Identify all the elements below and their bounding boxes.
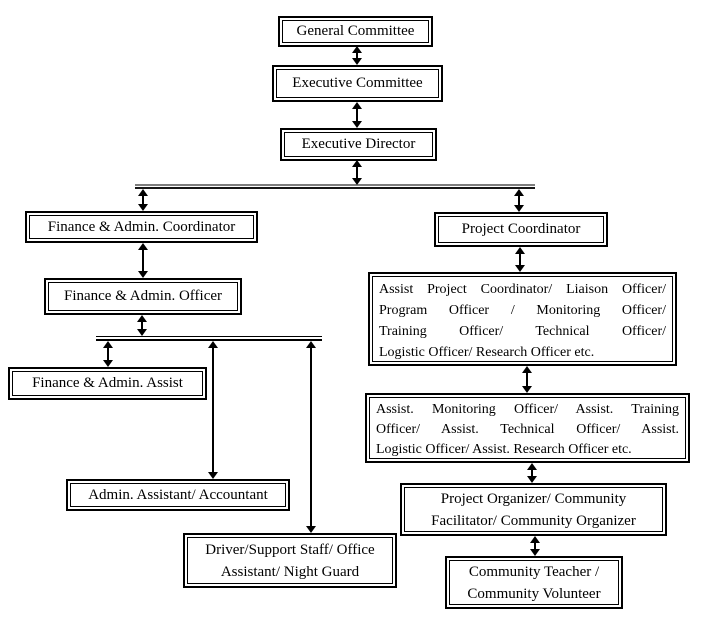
box-project-coordinator-label: Project Coordinator [461,221,581,237]
arrow-executive-committee-to-director [352,102,362,128]
box-assist-officers: Assist. Monitoring Officer/ Assist. Trai… [365,393,690,463]
arrow-general-to-executive-committee [352,46,362,65]
box-driver-support-staff-line1: Driver/Support Staff/ Office [205,541,375,558]
box-general-committee-label: General Committee [296,23,415,39]
box-executive-committee: Executive Committee [272,65,443,102]
box-general-committee: General Committee [278,16,433,47]
box-driver-support-staff-line2: Assistant/ Night Guard [220,563,360,580]
box-finance-admin-officer-label: Finance & Admin. Officer [63,288,223,304]
arrow-finance-officer-to-rail [137,315,147,336]
box-assist-officers-line3: Logistic Officer/ Assist. Research Offic… [376,442,632,457]
box-project-organizer-line1: Project Organizer/ Community [440,490,627,507]
box-project-organizer-line2: Facilitator/ Community Organizer [431,512,636,529]
connector-rail-top [135,184,535,189]
box-project-organizer: Project Organizer/ Community Facilitator… [400,483,667,536]
box-community-teacher-line2: Community Volunteer [467,585,601,602]
connector-rail-left [96,336,322,341]
box-assist-project-coordinator-line4: Logistic Officer/ Research Officer etc. [379,345,595,360]
arrow-director-to-rail [352,160,362,185]
box-assist-project-coordinator: Assist Project Coordinator/ Liaison Offi… [368,272,677,366]
box-finance-admin-assist-label: Finance & Admin. Assist [32,375,183,391]
arrow-assist-coordinator-to-assist-officers [522,366,532,393]
box-assist-project-coordinator-line3: Training Officer/ Technical Officer/ [379,324,666,339]
arrow-rail-to-project-coordinator [514,189,524,212]
box-assist-officers-line2: Officer/ Assist. Technical Officer/ Assi… [376,422,679,437]
box-executive-director-label: Executive Director [301,136,416,152]
arrow-assist-officers-to-project-organizer [527,463,537,483]
box-assist-officers-line1: Assist. Monitoring Officer/ Assist. Trai… [376,402,679,417]
arrow-rail-to-admin-assistant [208,341,218,479]
box-executive-committee-label: Executive Committee [292,75,423,91]
arrow-project-organizer-to-community-teacher [530,536,540,556]
box-executive-director: Executive Director [280,128,437,161]
box-community-teacher-line1: Community Teacher / [468,563,600,580]
box-admin-assistant-accountant-label: Admin. Assistant/ Accountant [88,486,268,503]
arrow-rail-to-driver-support [306,341,316,533]
box-project-coordinator: Project Coordinator [434,212,608,247]
box-admin-assistant-accountant: Admin. Assistant/ Accountant [66,479,290,511]
arrow-rail-to-finance-assist [103,341,113,367]
box-finance-admin-officer: Finance & Admin. Officer [44,278,242,315]
box-community-teacher: Community Teacher / Community Volunteer [445,556,623,609]
box-assist-project-coordinator-line2: Program Officer / Monitoring Officer/ [379,303,666,318]
box-finance-admin-coordinator: Finance & Admin. Coordinator [25,211,258,243]
box-finance-admin-assist: Finance & Admin. Assist [8,367,207,400]
arrow-project-coordinator-to-assist [515,247,525,272]
arrow-rail-to-finance-coordinator [138,189,148,211]
box-assist-project-coordinator-line1: Assist Project Coordinator/ Liaison Offi… [379,282,666,297]
arrow-finance-coordinator-to-officer [138,243,148,278]
box-finance-admin-coordinator-label: Finance & Admin. Coordinator [47,218,236,235]
box-driver-support-staff: Driver/Support Staff/ Office Assistant/ … [183,533,397,588]
